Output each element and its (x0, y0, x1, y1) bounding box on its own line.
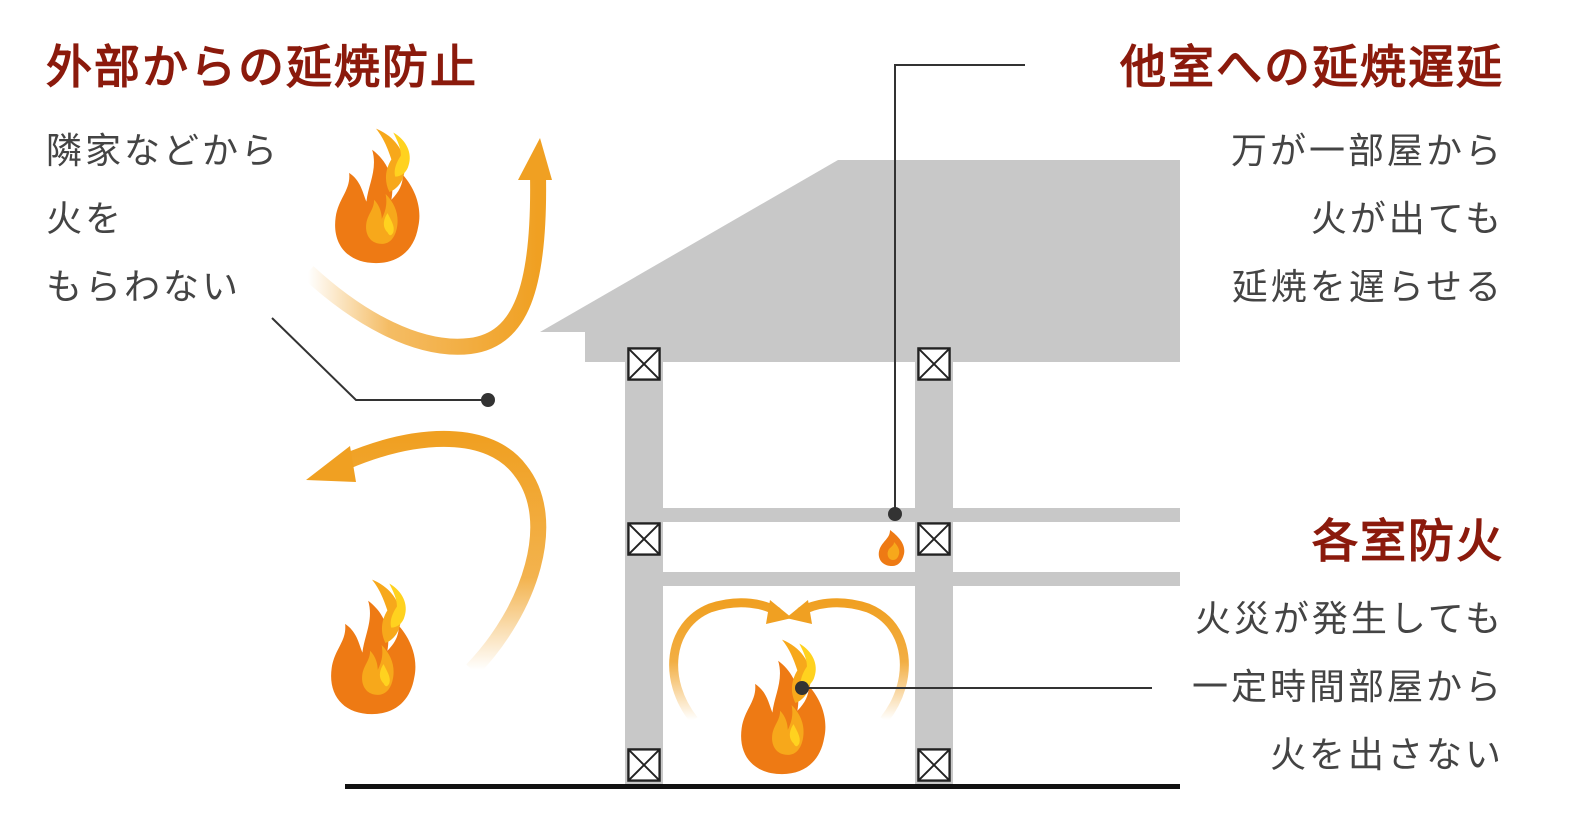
right-top-section-line-1: 万が一部屋から (1230, 131, 1504, 172)
second-floor-ceiling (625, 508, 1180, 522)
right-bottom-section-heading: 各室防火 (1312, 514, 1504, 568)
flame-icon (335, 128, 420, 264)
fire-damper-icon (918, 523, 949, 554)
curved-arrow-icon (302, 138, 552, 355)
fire-damper-icon (627, 748, 661, 782)
fire-damper-icon (628, 523, 659, 554)
leader-dot (481, 393, 495, 407)
left-section-heading: 外部からの延焼防止 (46, 40, 478, 94)
curved-arrow-icon (306, 430, 547, 676)
flame-icon (878, 530, 905, 566)
leader-line-left (271, 317, 488, 401)
right-bottom-section-line-1: 火災が発生しても (1194, 599, 1504, 640)
right-top-section-heading: 他室への延焼遅延 (1120, 40, 1504, 94)
flame-icon (331, 579, 416, 715)
curved-arrow-icon (669, 598, 792, 723)
leader-dot (795, 681, 809, 695)
first-floor-ceiling (625, 572, 1180, 586)
right-top-section-line-2: 火が出ても (1310, 199, 1504, 240)
left-section-line-3: もらわない (46, 267, 242, 308)
ground-line (345, 784, 1180, 789)
fire-damper-icon (628, 348, 659, 379)
flame-icon (741, 639, 826, 775)
left-section-line-1: 隣家などから (46, 131, 281, 172)
fire-damper-icon (918, 348, 949, 379)
leader-dot (888, 507, 902, 521)
leader-line-right-top (894, 64, 1025, 514)
left-section-line-2: 火を (46, 199, 125, 240)
right-bottom-section-line-3: 火を出さない (1269, 735, 1504, 776)
right-bottom-section-line-2: 一定時間部屋から (1191, 667, 1504, 708)
right-top-section-line-3: 延焼を遅らせる (1231, 267, 1504, 308)
fire-damper-icon (917, 748, 951, 782)
roof (540, 160, 1180, 332)
eave (585, 332, 1180, 362)
